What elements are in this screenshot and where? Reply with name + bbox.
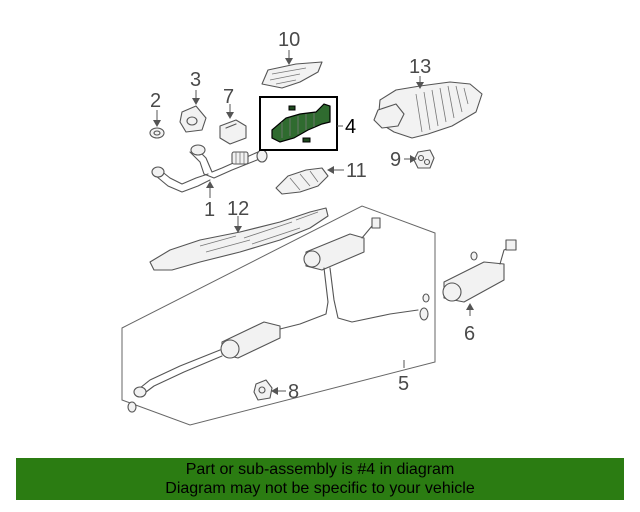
callout-1: 1 <box>204 199 215 221</box>
part-6-rear-muffler[interactable] <box>442 239 517 303</box>
callout-4: 4 <box>345 116 356 138</box>
part-1-front-pipe[interactable] <box>151 144 268 193</box>
callout-5: 5 <box>398 373 409 395</box>
callout-10: 10 <box>278 29 300 51</box>
callout-6: 6 <box>464 323 475 345</box>
part-11-heat-shield[interactable] <box>275 167 329 195</box>
part-2-grommet[interactable] <box>149 127 165 139</box>
callout-3: 3 <box>190 69 201 91</box>
part-4-focus-box <box>259 96 338 151</box>
part-8-hanger[interactable] <box>253 379 273 401</box>
part-7-bracket[interactable] <box>219 119 247 145</box>
info-banner: Part or sub-assembly is #4 in diagram Di… <box>16 458 624 500</box>
callout-2: 2 <box>150 90 161 112</box>
part-13-heat-shield[interactable] <box>373 81 483 139</box>
part-12-heat-shield[interactable] <box>149 207 329 271</box>
exhaust-assembly-panel <box>121 205 436 426</box>
banner-line-1: Part or sub-assembly is #4 in diagram <box>185 461 455 478</box>
callout-7: 7 <box>223 86 234 108</box>
part-4-catalytic-converter[interactable] <box>271 103 331 143</box>
banner-line-2: Diagram may not be specific to your vehi… <box>165 480 475 497</box>
callout-13: 13 <box>409 56 431 78</box>
callout-12: 12 <box>227 198 249 220</box>
part-10-heat-shield[interactable] <box>261 61 323 89</box>
callout-9: 9 <box>390 149 401 171</box>
exhaust-system-pipes[interactable] <box>127 217 430 413</box>
exhaust-parts-diagram: 10 2 3 7 1 4 <box>121 29 517 426</box>
callout-8: 8 <box>288 381 299 403</box>
callout-11: 11 <box>346 160 367 182</box>
part-3-hanger[interactable] <box>179 105 207 133</box>
